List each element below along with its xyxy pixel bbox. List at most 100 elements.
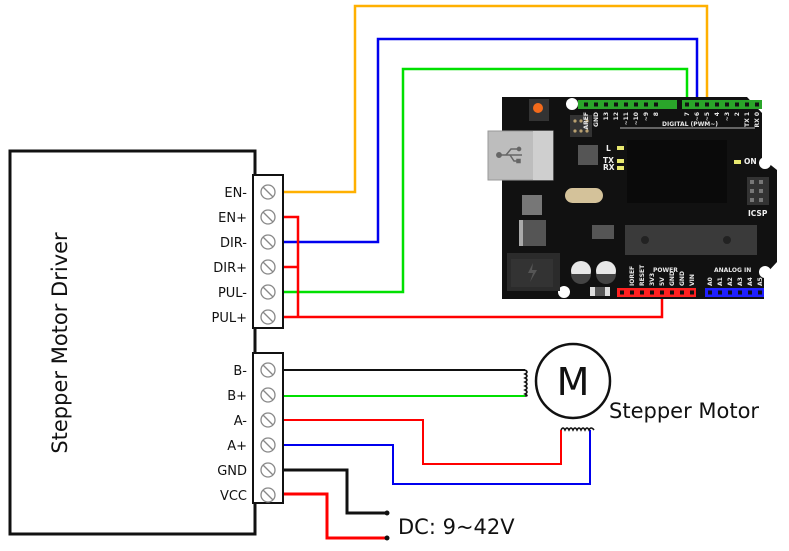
header-pin: GND	[593, 102, 600, 127]
terminal-pul-plus: PUL+	[212, 309, 276, 326]
header-pin: AREF	[583, 102, 590, 129]
screw-icon	[260, 234, 276, 250]
dc-jack	[507, 253, 560, 291]
regulator-1	[522, 195, 542, 215]
header-pin: 2	[734, 102, 741, 116]
motor-label: Stepper Motor	[609, 399, 759, 423]
wire-plus-common-red	[284, 215, 664, 319]
header-pin: ~10	[633, 102, 640, 125]
terminal-a-minus: A-	[234, 412, 276, 429]
coil-b	[523, 369, 528, 397]
pin-label: RX 0	[754, 112, 761, 128]
terminal-gnd: GND	[217, 462, 276, 479]
header-pin: 5V	[659, 277, 666, 295]
mount-hole	[759, 266, 771, 278]
pin-label: 5V	[659, 277, 666, 286]
pin-label: TX 1	[744, 112, 751, 127]
header-pin: 8	[653, 102, 660, 116]
regulator-2	[519, 220, 546, 246]
atmega-chip	[625, 225, 757, 255]
pin-label: GND	[593, 112, 600, 127]
pin-label: 13	[603, 112, 610, 120]
icsp-label: ICSP	[748, 209, 768, 218]
terminal-label: VCC	[220, 489, 247, 504]
terminal-label: DIR+	[213, 261, 247, 276]
pin-label: A3	[737, 277, 744, 286]
screw-icon	[260, 209, 276, 225]
on-label: ON	[744, 157, 757, 166]
terminal-vcc: VCC	[220, 487, 276, 504]
mount-hole	[759, 157, 771, 169]
usb-chip	[578, 145, 598, 165]
terminal-a-plus: A+	[227, 437, 276, 454]
wires	[284, 4, 709, 541]
usb-connector	[487, 130, 554, 181]
screw-icon	[260, 284, 276, 300]
motor-circle	[534, 342, 612, 420]
screw-icon	[260, 487, 276, 503]
terminal-label: A+	[227, 439, 247, 454]
screw-icon	[260, 437, 276, 453]
screw-icon	[260, 412, 276, 428]
wire-gnd-black	[284, 468, 387, 515]
pin-label: GND	[669, 271, 676, 286]
header-pin: ~3	[724, 102, 731, 121]
header-pin: 4	[714, 102, 721, 116]
power-header-label: POWER	[653, 267, 678, 274]
pin-label: A0	[707, 277, 714, 286]
screw-icon	[260, 259, 276, 275]
pin-label: 4	[714, 112, 721, 116]
coil-a	[560, 427, 595, 432]
terminal-label: A-	[234, 414, 248, 429]
terminal-label: PUL+	[212, 311, 248, 326]
pin-label: 7	[684, 112, 691, 116]
digital-header-label: DIGITAL (PWM~)	[662, 121, 718, 128]
screw-icon	[260, 309, 276, 325]
header-pin: ~6	[694, 102, 701, 121]
pin-label: ~11	[623, 112, 630, 125]
terminal-label: B+	[227, 389, 247, 404]
mount-hole	[558, 286, 570, 298]
terminal-en-minus: EN-	[224, 184, 276, 201]
led-label-l: L	[606, 144, 611, 153]
header-pin: 12	[613, 102, 620, 120]
control-terminal-block: EN-EN+DIR-DIR+PUL-PUL+	[212, 174, 284, 329]
pin-label: ~3	[724, 112, 731, 121]
terminal-label: GND	[217, 464, 247, 479]
stepper-motor: M Stepper Motor	[523, 342, 759, 432]
header-pin: GND	[679, 271, 686, 295]
wire-dir-minus-blue	[284, 37, 699, 244]
header-pin: A5	[757, 277, 764, 295]
dc-plus-terminal	[384, 535, 390, 541]
stepper-driver: Stepper Motor Driver EN-EN+DIR-DIR+PUL-P…	[8, 149, 284, 536]
pin-label: ~9	[643, 112, 650, 121]
header-pin: 3V3	[649, 273, 656, 295]
driver-body	[8, 149, 257, 536]
pin-label: 2	[734, 112, 741, 116]
terminal-label: DIR-	[220, 236, 247, 251]
header-pin: A1	[717, 277, 724, 295]
wire-pul-minus-green	[284, 67, 689, 294]
header-pin: VIN	[689, 274, 696, 295]
wire-en-minus-orange	[284, 4, 709, 194]
motor-symbol: M	[557, 360, 590, 404]
analog-header-label: ANALOG IN	[714, 267, 751, 274]
terminal-dir-minus: DIR-	[220, 234, 276, 251]
terminal-label: B-	[233, 364, 247, 379]
terminal-label: PUL-	[218, 286, 247, 301]
board-area	[627, 140, 727, 203]
header-pin: A0	[707, 277, 714, 295]
icsp2-header	[570, 115, 592, 137]
crystal	[565, 188, 603, 203]
terminal-label: EN-	[224, 186, 247, 201]
header-pin: RESET	[639, 264, 646, 295]
terminal-dir-plus: DIR+	[213, 259, 276, 276]
header-pin: ~11	[623, 102, 630, 125]
pin-label: A2	[727, 277, 734, 286]
icsp-header: ICSP	[747, 177, 769, 218]
pin-label: ~6	[694, 112, 701, 121]
